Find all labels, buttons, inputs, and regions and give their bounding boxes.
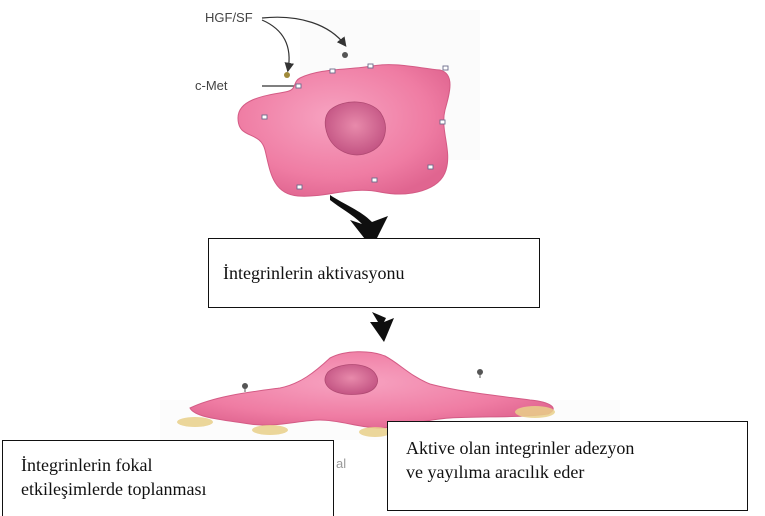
focal-box: İntegrinlerin fokal etkileşimlerde topla… xyxy=(2,440,334,516)
receptor-label: c-Met xyxy=(195,78,228,93)
ligand-molecule xyxy=(284,72,290,78)
focal-text-line1: İntegrinlerin fokal xyxy=(21,453,315,477)
activation-text: İntegrinlerin aktivasyonu xyxy=(223,261,525,285)
focal-text-line2: etkileşimlerde toplanması xyxy=(21,477,315,501)
nucleus-bottom xyxy=(325,365,378,395)
ligand-label: HGF/SF xyxy=(205,10,253,25)
ligand-molecule xyxy=(342,52,348,58)
adhesion-text-line1: Aktive olan integrinler adezyon xyxy=(406,436,729,460)
arrow-down-2 xyxy=(370,312,394,342)
activation-box: İntegrinlerin aktivasyonu xyxy=(208,238,540,308)
adhesion-box: Aktive olan integrinler adezyon ve yayıl… xyxy=(387,421,748,511)
occluded-label-fragment: al xyxy=(336,456,346,471)
adhesion-text-line2: ve yayılıma aracılık eder xyxy=(406,460,729,484)
cell-top xyxy=(238,52,450,196)
